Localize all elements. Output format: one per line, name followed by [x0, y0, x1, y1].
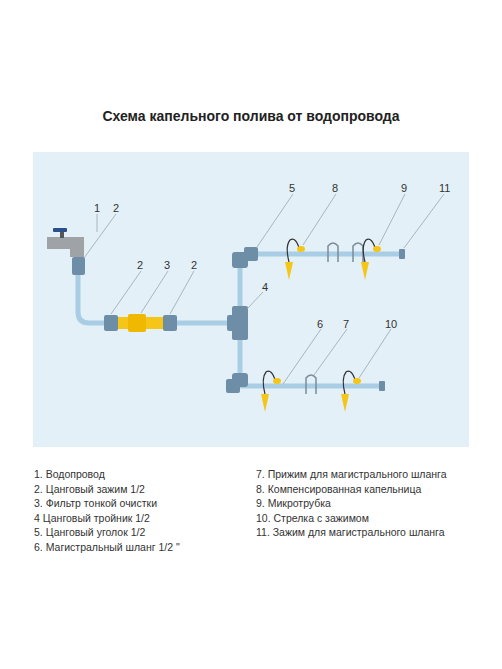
collet-clamp	[72, 257, 85, 275]
callout-number: 10	[385, 318, 397, 330]
diagram-title: Схема капельного полива от водопровода	[0, 108, 502, 124]
hose-anchor	[306, 243, 363, 394]
legend-entry: 11. Зажим для магистрального шланга	[256, 526, 445, 538]
callout-number: 3	[164, 259, 170, 271]
legend-entry: 9. Микротрубка	[256, 497, 331, 509]
dripper	[361, 239, 381, 280]
elbow-fitting	[226, 373, 248, 393]
legend-entry: 5. Цанговый уголок 1/2	[34, 526, 145, 538]
leader-lines	[84, 194, 444, 384]
background-panel	[33, 152, 469, 447]
collet-clamp	[163, 315, 177, 331]
elbow-fitting	[232, 247, 258, 268]
legend-entry: 4 Цанговый тройник 1/2	[34, 512, 150, 524]
dripper	[261, 371, 281, 412]
callout-number: 2	[113, 202, 119, 214]
end-clamp	[399, 249, 405, 259]
filter	[118, 314, 163, 332]
legend-entry: 3. Фильтр тонкой очистки	[34, 497, 157, 509]
water-tap	[47, 228, 84, 257]
callout-number: 9	[401, 182, 407, 194]
legend-entry: 2. Цанговый зажим 1/2	[34, 483, 145, 495]
legend-entry: 7. Прижим для магистрального шланга	[256, 468, 447, 480]
callout-number: 5	[289, 182, 295, 194]
callout-number: 6	[317, 318, 323, 330]
tee-fitting	[227, 306, 248, 340]
callout-number: 8	[332, 182, 338, 194]
callout-number: 4	[262, 281, 268, 293]
callout-number: 11	[439, 182, 450, 194]
legend-entry: 10. Стрелка с зажимом	[256, 512, 369, 524]
end-clamp	[379, 381, 385, 391]
callout-number: 1	[94, 202, 100, 214]
legend-entry: 8. Компенсированная капельница	[256, 483, 421, 495]
pipes	[78, 254, 400, 386]
callout-number: 2	[137, 259, 143, 271]
legend-entry: 6. Магистральный шланг 1/2 "	[34, 541, 180, 553]
callout-number: 7	[343, 318, 349, 330]
dripper	[341, 371, 361, 412]
callout-number: 2	[191, 259, 197, 271]
legend-entry: 1. Водопровод	[34, 468, 105, 480]
dripper	[285, 239, 305, 280]
collet-clamp	[104, 315, 118, 331]
